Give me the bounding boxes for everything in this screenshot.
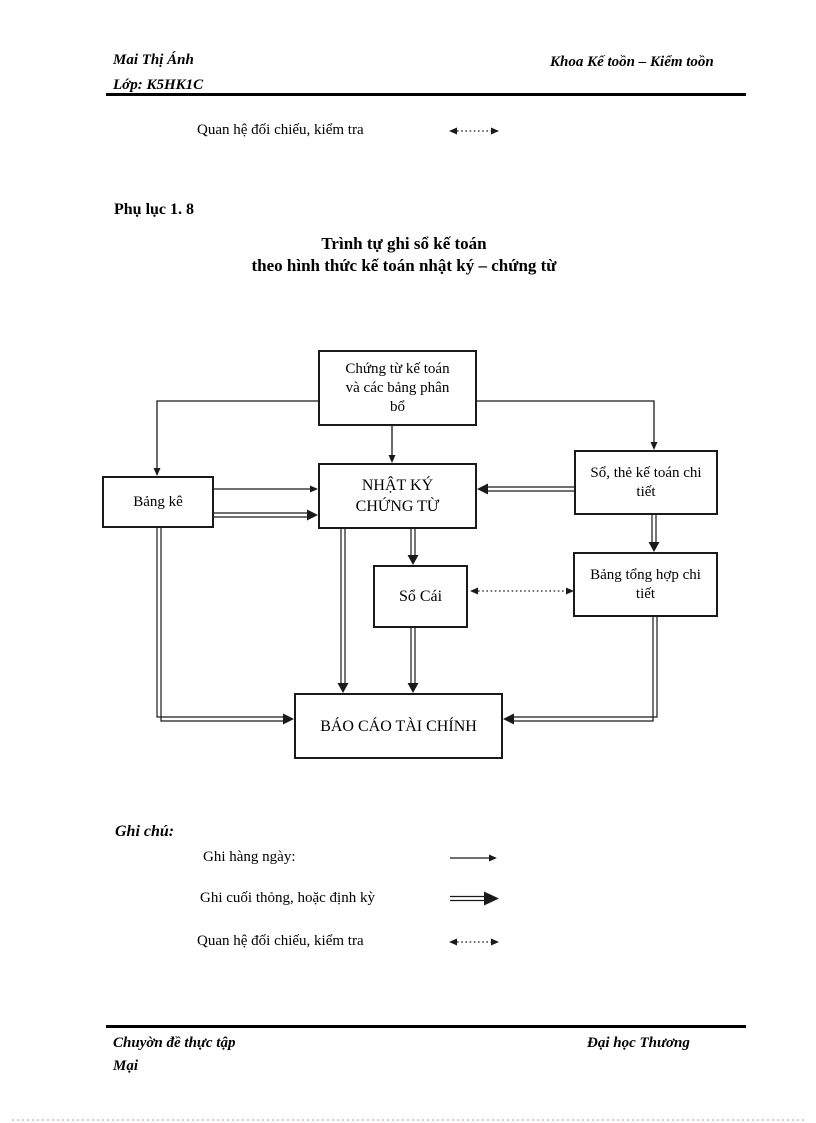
arrow-bangtonghop-to-baocao — [503, 617, 658, 725]
header-department: Khoa Kế toồn – Kiểm toồn — [550, 54, 714, 70]
diagram-title-line1: Trình tự ghi sổ kế toán — [321, 234, 487, 253]
arrow-socai-to-baocao — [407, 628, 419, 693]
arrow-chungtu-to-sothe — [477, 400, 658, 450]
footer-right: Đại học Thương — [587, 1035, 690, 1051]
arrow-sothe-to-nhatky — [477, 483, 574, 495]
arrow-bangke-to-nhatky-daily — [214, 485, 318, 493]
arrow-nhatky-to-socai — [407, 529, 419, 565]
box-bang-tong-hop: Bảng tổng hợp chi tiết — [573, 552, 718, 617]
box-chung-tu: Chứng từ kế toán và các bảng phân bổ — [318, 350, 477, 426]
box-bang-ke: Bảng kê — [102, 476, 214, 528]
legend-heading: Ghi chú: — [115, 823, 175, 840]
legend-item-daily: Ghi hàng ngày: — [203, 849, 296, 865]
legend-item-check: Quan hệ đối chiếu, kiểm tra — [197, 933, 364, 949]
arrow-chungtu-to-bangke — [153, 400, 318, 476]
box-so-cai: Sổ Cái — [373, 565, 468, 628]
legend-arrow-daily — [450, 854, 497, 862]
diagram-title-line2: theo hình thức kế toán nhật ký – chứng t… — [251, 256, 557, 275]
legend-arrow-check — [449, 938, 499, 946]
header-author: Mai Thị Ánh — [113, 52, 194, 68]
arrow-sothe-to-bangtonghop — [648, 515, 660, 552]
arrow-socai-bangtonghop-check — [470, 587, 574, 595]
legend-arrow-periodic — [450, 891, 499, 906]
footer-left: Chuyờn đề thực tập Mại — [113, 1032, 235, 1078]
header-class: Lớp: K5HK1C — [113, 77, 204, 93]
footer-rule — [106, 1025, 746, 1028]
box-nhat-ky-chung-tu: NHẬT KÝ CHỨNG TỪ — [318, 463, 477, 529]
page-break-marker — [12, 1119, 804, 1121]
arrow-nhatky-to-baocao — [337, 529, 349, 693]
appendix-label: Phụ lục 1. 8 — [114, 201, 195, 218]
box-bao-cao-tai-chinh: BÁO CÁO TÀI CHÍNH — [294, 693, 503, 759]
box-so-the-ke-toan: Sổ, thẻ kế toán chi tiết — [574, 450, 718, 515]
arrow-chungtu-to-nhatky — [388, 426, 396, 463]
footer-left-line2: Mại — [113, 1058, 139, 1074]
legend-item-periodic: Ghi cuối thỏng, hoặc định kỳ — [200, 890, 375, 906]
arrow-bangke-to-baocao — [156, 528, 294, 725]
footer-left-line1: Chuyờn đề thực tập — [113, 1035, 236, 1051]
top-note-arrow-dashed — [449, 127, 499, 135]
top-note-label: Quan hệ đối chiếu, kiểm tra — [197, 122, 364, 138]
header-rule — [106, 93, 746, 96]
diagram-title: Trình tự ghi sổ kế toán theo hình thức k… — [0, 233, 808, 277]
header-left: Mai Thị Ánh Lớp: K5HK1C — [113, 48, 203, 98]
arrow-bangke-to-nhatky-periodic — [214, 509, 318, 521]
